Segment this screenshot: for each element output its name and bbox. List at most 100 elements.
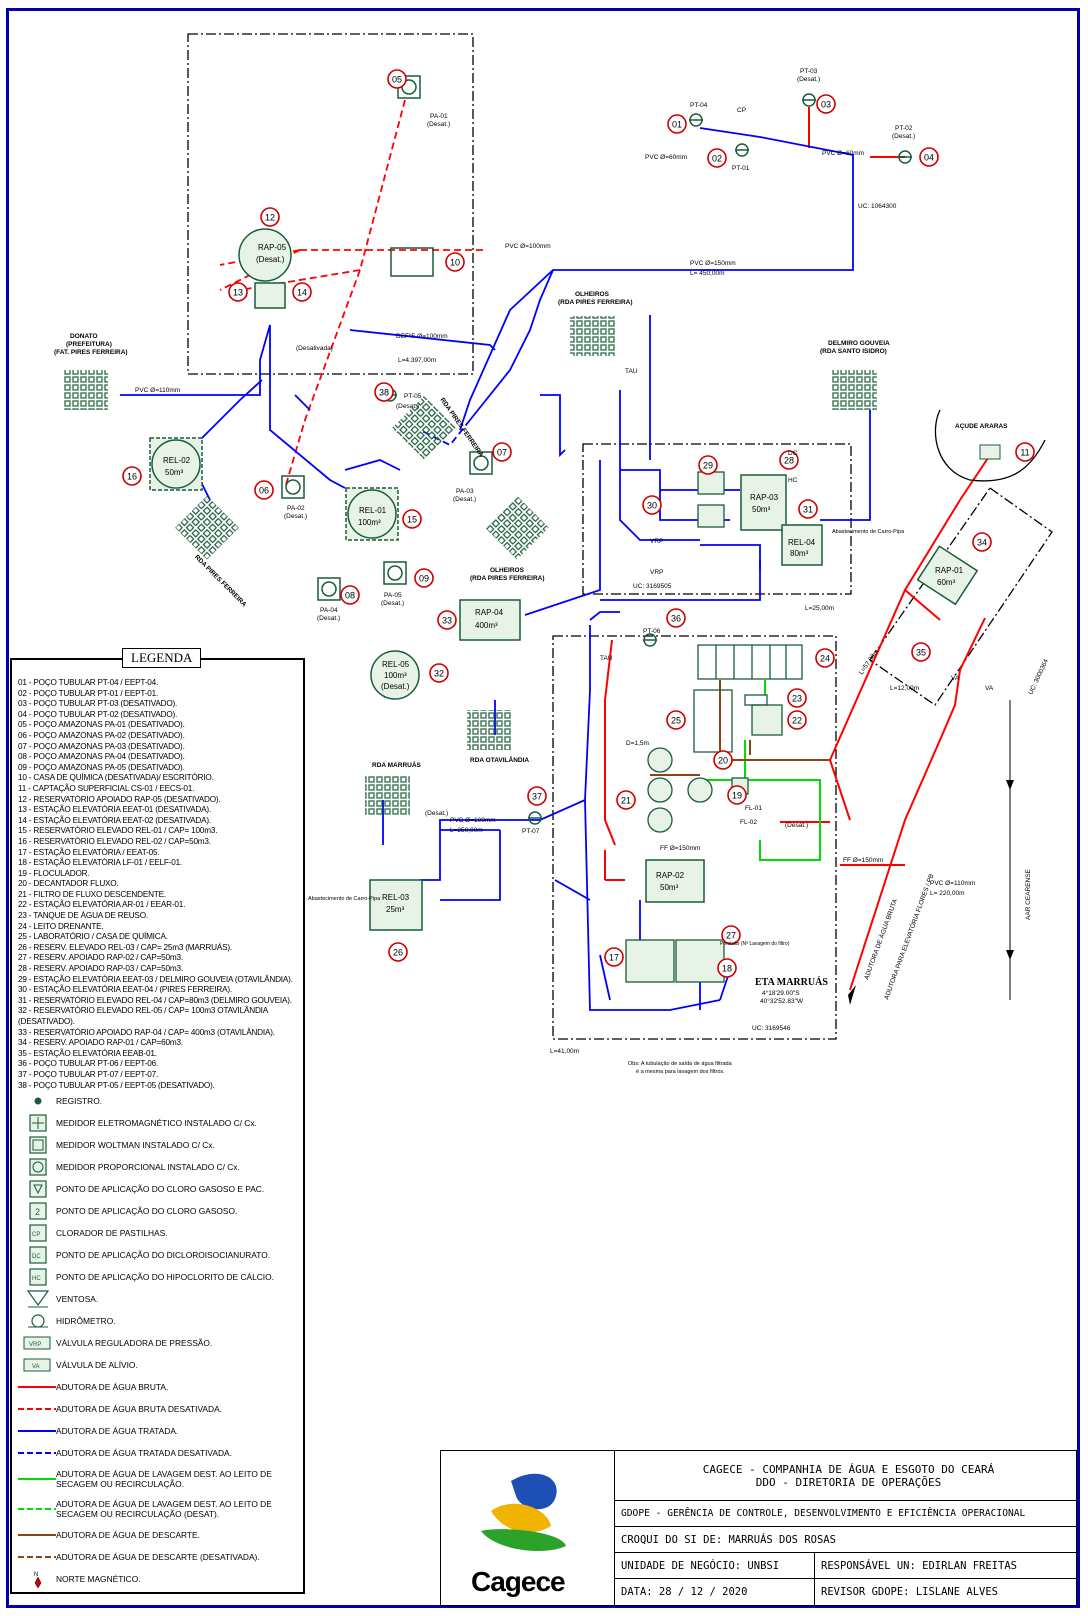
pipe-l4397: L=4.397,00m (398, 357, 436, 364)
svg-text:25: 25 (671, 716, 681, 726)
rel05-sub: 100m³ (384, 671, 407, 680)
label-pa05-sub: (Desat.) (381, 600, 404, 607)
svg-text:05: 05 (392, 75, 402, 85)
legend-symbol-label: MEDIDOR WOLTMAN INSTALADO C/ Cx. (56, 1140, 215, 1150)
legend-symbol-label: ADUTORA DE ÁGUA BRUTA. (56, 1382, 169, 1392)
title-croqui-row: CROQUI DO SI DE: MARRUÁS DOS ROSAS (615, 1527, 1076, 1553)
svg-text:13: 13 (233, 288, 243, 298)
label-coord2: 40°32'52.83"W (760, 997, 804, 1005)
svg-text:34: 34 (977, 538, 987, 548)
item-number-bubble: 29 (698, 455, 718, 475)
legend-item: 04 - POÇO TUBULAR PT-02 (DESATIVADO). (18, 709, 178, 719)
item-number-bubble: 15 (402, 509, 422, 529)
locality-grids (63, 316, 877, 815)
legend-item: 16 - RESERVATÓRIO ELEVADO REL-02 / CAP=5… (18, 836, 211, 846)
loc-marruas: RDA MARRUÁS (372, 760, 422, 769)
item-number-bubble: 13 (228, 282, 248, 302)
item-number-bubble: 10 (445, 252, 465, 272)
rel01-sub: 100m³ (358, 518, 381, 527)
item-number-bubble: 12 (260, 207, 280, 227)
svg-text:04: 04 (924, 153, 934, 163)
label-pt03: PT-03 (800, 68, 818, 75)
legend-item: 11 - CAPTAÇÃO SUPERFICIAL CS-01 / EECS-0… (18, 783, 195, 793)
item-number-bubble: 33 (437, 610, 457, 630)
label-pa02: PA-02 (287, 505, 305, 512)
legend-item: 21 - FILTRO DE FLUXO DESCENDENTE. (18, 889, 166, 899)
item-number-bubble: 01 (667, 114, 687, 134)
rap05-name: RAP-05 (258, 243, 287, 252)
label-abast2: Abastecimento de Carro-Pipa (832, 529, 905, 535)
label-hc: HC (788, 477, 798, 484)
legend-item: 31 - RESERVATÓRIO ELEVADO REL-04 / CAP=8… (18, 995, 292, 1005)
rel05-sub2: (Desat.) (381, 682, 410, 691)
rap01-name: RAP-01 (935, 566, 964, 575)
enclosure-rap05 (187, 33, 474, 375)
title-unidade-row: UNIDADE DE NEGÓCIO: UNBSI RESPONSÁVEL UN… (615, 1553, 1076, 1579)
label-fl02: FL-02 (740, 819, 757, 826)
pipe-pvc60-b: PVC Ø=60mm (822, 150, 864, 157)
svg-text:06: 06 (259, 486, 269, 496)
hidrometro-icon (18, 1311, 56, 1331)
loc-delmiro-1: DELMIRO GOUVEIA (828, 340, 890, 347)
legend-item: 15 - RESERVATÓRIO ELEVADO REL-01 / CAP= … (18, 826, 218, 836)
legend-symbol-row: ADUTORA DE ÁGUA DE DESCARTE (DESATIVADA)… (18, 1546, 302, 1568)
svg-text:N: N (34, 1572, 38, 1578)
svg-text:18: 18 (722, 964, 732, 974)
label-pa03-sub: (Desat.) (453, 496, 476, 503)
legend-item: 13 - ESTAÇÃO ELEVATÓRIA EEAT-01 (DESATIV… (18, 805, 212, 815)
title-block: Cagece CAGECE - COMPANHIA DE ÁGUA E ESGO… (440, 1450, 1077, 1606)
rap02-name: RAP-02 (656, 871, 685, 880)
loc-olheiros-1: OLHEIROS (575, 291, 610, 298)
item-number-bubble: 04 (919, 147, 939, 167)
pipe-ff150: FF Ø=150mm (660, 845, 700, 852)
label-vrp2: VRP (650, 569, 663, 576)
svg-text:CP: CP (32, 1232, 40, 1238)
legend-item: 22 - ESTAÇÃO ELEVATÓRIA AR-01 / EEAR-01. (18, 900, 186, 910)
medidor-eletromagnetico-icon (18, 1113, 56, 1133)
item-number-bubble: 09 (414, 568, 434, 588)
legend-item: 02 - POÇO TUBULAR PT-01 / EEPT-01. (18, 688, 159, 698)
title-unidade: UNIDADE DE NEGÓCIO: UNBSI (615, 1553, 815, 1578)
pipe-pvc110: PVC Ø=110mm (135, 387, 180, 394)
svg-text:21: 21 (621, 796, 631, 806)
item-number-bubble: 21 (616, 790, 636, 810)
loc-olheiros2-1: OLHEIROS (490, 567, 525, 574)
rel02-sub: 50m³ (165, 468, 184, 477)
legend-symbol-label: VENTOSA. (56, 1294, 99, 1304)
legend-list: 01 - POÇO TUBULAR PT-04 / EEPT-04.02 - P… (18, 678, 302, 1091)
legend-item: 26 - RESERV. ELEVADO REL-03 / CAP= 25m3 … (18, 942, 232, 952)
label-pa04-sub: (Desat.) (317, 615, 340, 622)
item-number-bubble: 06 (254, 480, 274, 500)
legend-symbol-row: ADUTORA DE ÁGUA DE LAVAGEM DEST. AO LEIT… (18, 1494, 302, 1524)
label-vrp1: VRP (650, 538, 663, 545)
item-number-bubble: 17 (604, 947, 624, 967)
legend-symbol-row: REGISTRO. (18, 1090, 302, 1112)
label-pt07: PT-07 (522, 828, 540, 835)
svg-text:HC: HC (32, 1276, 41, 1282)
rap03-sub: 50m³ (752, 505, 771, 514)
label-pt06: PT-06 (643, 628, 661, 635)
label-pt02: PT-02 (895, 125, 913, 132)
label-tau2: TAU (600, 655, 613, 662)
pipe-l250: L=250,00m (450, 827, 483, 834)
label-desat-eta: (Desat.) (785, 822, 808, 829)
legend-item: 32 - RESERVATÓRIO ELEVADO REL-05 / CAP= … (18, 1006, 268, 1026)
svg-text:10: 10 (450, 258, 460, 268)
legend-symbol-label: ADUTORA DE ÁGUA DE DESCARTE. (56, 1530, 200, 1540)
legend-item: 30 - ESTAÇÃO ELEVATÓRIA EEAT-04 / (PIRES… (18, 985, 232, 995)
line-red-icon (18, 1377, 56, 1397)
legend-item: 33 - RESERVATÓRIO APOIADO RAP-04 / CAP= … (18, 1027, 275, 1037)
label-fl01: FL-01 (745, 805, 762, 812)
logo-wordmark: Cagece (471, 1566, 566, 1597)
cagece-logo: Cagece (441, 1451, 615, 1605)
svg-text:32: 32 (434, 669, 444, 679)
legend-symbol-label: PONTO DE APLICAÇÃO DO CLORO GASOSO. (56, 1206, 238, 1216)
label-dc: DC (788, 450, 798, 457)
item-number-bubble: 31 (798, 499, 818, 519)
item-number-bubble: 27 (721, 925, 741, 945)
item-number-bubble: 25 (666, 710, 686, 730)
svg-text:11: 11 (1020, 448, 1029, 458)
rap04-sub: 400m³ (475, 621, 498, 630)
